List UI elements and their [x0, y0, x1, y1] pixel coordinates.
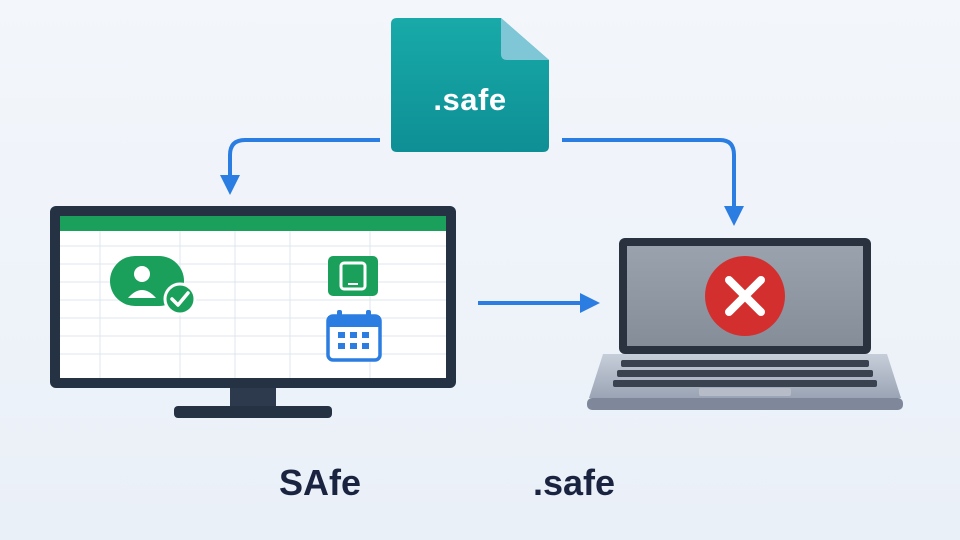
caption-right: .safe [533, 462, 616, 503]
phone-icon [328, 256, 378, 296]
desktop-monitor [50, 206, 456, 422]
safe-file-icon: .safe [391, 18, 549, 152]
laptop [583, 238, 907, 416]
spreadsheet-header [60, 216, 446, 231]
caption-left: SAfe [279, 462, 362, 503]
error-x-icon [705, 256, 785, 336]
file-extension-label: .safe [433, 82, 507, 117]
laptop-keyboard [613, 360, 877, 387]
calendar-icon [326, 310, 382, 362]
user-check-icon [110, 256, 197, 316]
arrow-file-to-monitor [220, 138, 380, 195]
laptop-trackpad [699, 388, 791, 396]
arrow-file-to-laptop [562, 138, 744, 226]
